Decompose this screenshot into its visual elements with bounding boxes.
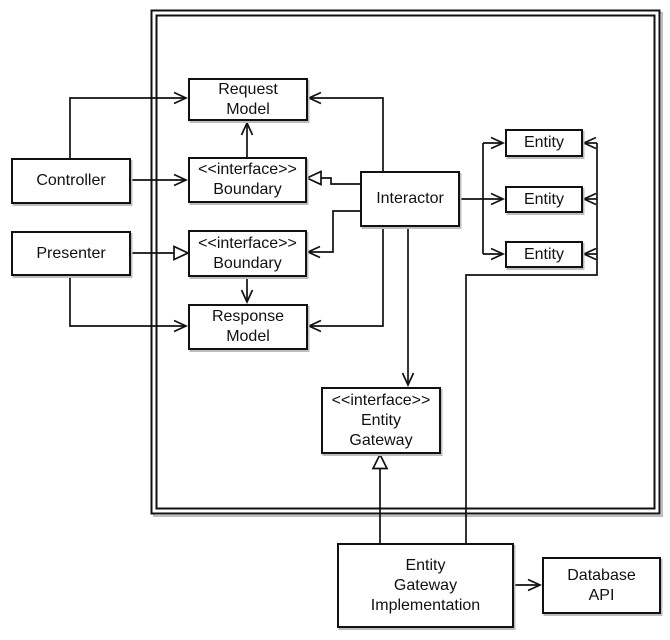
edge-presenter-response-model <box>69 276 189 333</box>
box-response-model: Response Model <box>188 304 308 350</box>
box-controller-label: Controller <box>36 172 106 189</box>
box-entity-gateway-implementation: Entity Gateway Implementation <box>337 543 514 628</box>
box-request-model: Request Model <box>188 78 308 121</box>
box-entity-1: Entity <box>505 129 583 157</box>
realization-arrowhead-entity-gateway <box>371 452 389 470</box>
edge-interactor-implements-input-boundary <box>304 170 360 186</box>
edge-presenter-implements-output-boundary <box>130 245 191 261</box>
box-output-boundary-label: <<interface>> Boundary <box>198 234 297 272</box>
edge-implementation-entities <box>465 136 598 543</box>
edge-interactor-response-model <box>306 227 384 333</box>
edge-implementation-implements-entity-gateway <box>371 452 389 543</box>
box-interactor: Interactor <box>360 171 460 227</box>
edge-interactor-output-boundary <box>305 210 360 259</box>
realization-arrowhead-output-boundary <box>173 245 191 261</box>
box-database-api-label: Database API <box>567 566 636 604</box>
box-entity-gateway-implementation-label: Entity Gateway Implementation <box>370 556 481 614</box>
box-interactor-label: Interactor <box>376 190 444 207</box>
box-database-api: Database API <box>542 557 661 614</box>
box-input-boundary-label: <<interface>> Boundary <box>198 161 297 198</box>
box-request-model-label: Request Model <box>218 80 278 118</box>
box-entity-2: Entity <box>505 186 583 213</box>
box-response-model-label: Response Model <box>211 308 285 345</box>
edge-interactor-entities <box>460 136 506 261</box>
box-presenter-label: Presenter <box>36 244 106 262</box>
box-presenter: Presenter <box>11 231 131 276</box>
boundary-inner-rect <box>155 14 656 510</box>
box-entity-2-label: Entity <box>523 190 564 208</box>
box-entity-3: Entity <box>505 241 583 268</box>
realization-arrowhead-input-boundary <box>304 170 322 186</box>
edge-interactor-request-model <box>306 91 384 171</box>
box-input-boundary: <<interface>> Boundary <box>188 157 307 203</box>
box-output-boundary: <<interface>> Boundary <box>188 230 307 277</box>
box-entity-3-label: Entity <box>523 245 564 263</box>
box-entity-gateway: <<interface>> Entity Gateway <box>321 387 441 454</box>
edge-controller-request-model <box>69 91 189 158</box>
box-entity-gateway-label: <<interface>> Entity Gateway <box>331 391 431 449</box>
box-controller: Controller <box>11 158 131 204</box>
box-entity-1-label: Entity <box>523 134 564 151</box>
